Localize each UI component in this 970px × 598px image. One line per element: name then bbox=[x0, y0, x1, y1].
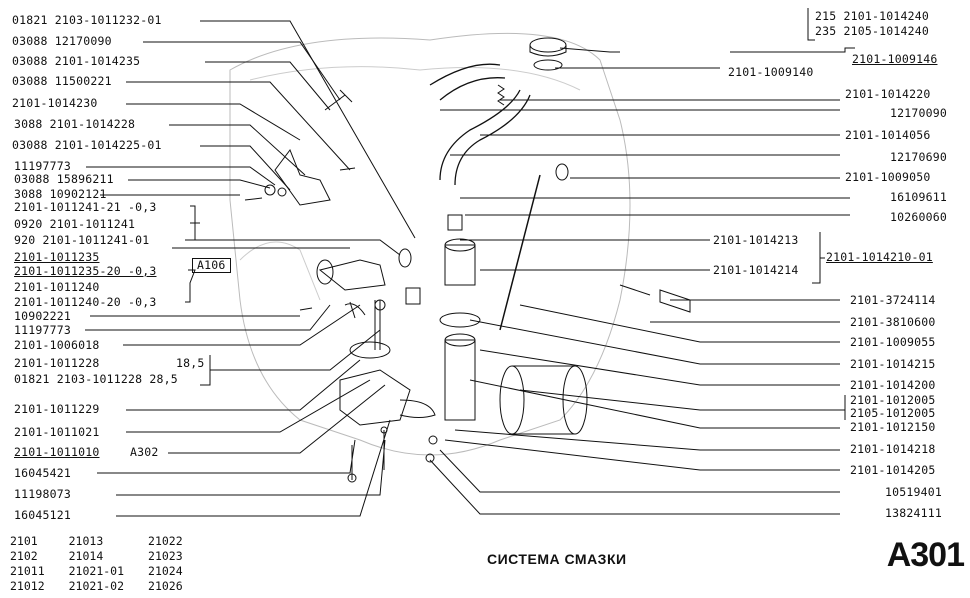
label-left-6: 3088 2101-1014228 bbox=[14, 117, 136, 131]
label-left-28: 16045121 bbox=[14, 508, 71, 522]
label-left-23: 2101-1011229 bbox=[14, 402, 100, 416]
label-left-16: 2101-1011240 bbox=[14, 280, 100, 294]
label-right-10: 16109611 bbox=[890, 190, 947, 204]
label-left-10: 3088 10902121 bbox=[14, 187, 107, 201]
label-left-3: 03088 2101-1014235 bbox=[12, 54, 141, 68]
label-right-26: 13824111 bbox=[885, 506, 942, 520]
label-right-20: 2101-1012005 bbox=[850, 393, 936, 407]
label-left-8: 11197773 bbox=[14, 159, 71, 173]
label-left-1: 01821 2103-1011232-01 bbox=[12, 13, 162, 27]
label-left-9: 03088 15896211 bbox=[14, 172, 114, 186]
label-right-23: 2101-1014218 bbox=[850, 442, 936, 456]
label-right-22: 2101-1012150 bbox=[850, 420, 936, 434]
label-right-3: 2101-1009146 bbox=[852, 52, 938, 66]
label-right-16: 2101-3810600 bbox=[850, 315, 936, 329]
label-left-19: 11197773 bbox=[14, 323, 71, 337]
label-left-15: 2101-1011235-20 -0,3 bbox=[14, 264, 157, 278]
label-left-12: 0920 2101-1011241 bbox=[14, 217, 136, 231]
label-right-18: 2101-1014215 bbox=[850, 357, 936, 371]
label-right-19: 2101-1014200 bbox=[850, 378, 936, 392]
label-left-2: 03088 12170090 bbox=[12, 34, 112, 48]
label-right-2: 235 2105-1014240 bbox=[815, 24, 929, 38]
label-right-1: 215 2101-1014240 bbox=[815, 9, 929, 23]
label-left-5: 2101-1014230 bbox=[12, 96, 98, 110]
label-left-26: 16045421 bbox=[14, 466, 71, 480]
label-right-6: 12170090 bbox=[890, 106, 947, 120]
page-code: A301 bbox=[886, 536, 965, 574]
ref-a106: A106 bbox=[192, 258, 231, 273]
label-left-4: 03088 11500221 bbox=[12, 74, 112, 88]
label-right-4: 2101-1009140 bbox=[728, 65, 814, 79]
label-left-17: 2101-1011240-20 -0,3 bbox=[14, 295, 157, 309]
label-right-13: 2101-1014210-01 bbox=[826, 250, 933, 264]
label-right-24: 2101-1014205 bbox=[850, 463, 936, 477]
dim-18-5: 18,5 bbox=[176, 356, 205, 370]
label-right-21: 2105-1012005 bbox=[850, 406, 936, 420]
page-title: СИСТЕМА СМАЗКИ bbox=[487, 551, 627, 567]
label-right-17: 2101-1009055 bbox=[850, 335, 936, 349]
label-right-5: 2101-1014220 bbox=[845, 87, 931, 101]
label-right-15: 2101-3724114 bbox=[850, 293, 936, 307]
label-left-11: 2101-1011241-21 -0,3 bbox=[14, 200, 157, 214]
label-right-25: 10519401 bbox=[885, 485, 942, 499]
label-left-20: 2101-1006018 bbox=[14, 338, 100, 352]
label-left-14: 2101-1011235 bbox=[14, 250, 100, 264]
label-left-21: 2101-1011228 bbox=[14, 356, 100, 370]
label-left-27: 11198073 bbox=[14, 487, 71, 501]
label-right-7: 2101-1014056 bbox=[845, 128, 931, 142]
label-left-24: 2101-1011021 bbox=[14, 425, 100, 439]
label-right-14: 2101-1014214 bbox=[713, 263, 799, 277]
label-right-8: 12170690 bbox=[890, 150, 947, 164]
label-right-11: 10260060 bbox=[890, 210, 947, 224]
label-left-13: 920 2101-1011241-01 bbox=[14, 233, 150, 247]
label-left-25: 2101-1011010 bbox=[14, 445, 100, 459]
label-left-22: 01821 2103-1011228 28,5 bbox=[14, 372, 178, 386]
label-left-7: 03088 2101-1014225-01 bbox=[12, 138, 162, 152]
label-right-9: 2101-1009050 bbox=[845, 170, 931, 184]
label-right-12: 2101-1014213 bbox=[713, 233, 799, 247]
label-left-18: 10902221 bbox=[14, 309, 71, 323]
ref-a302: A302 bbox=[130, 445, 159, 459]
